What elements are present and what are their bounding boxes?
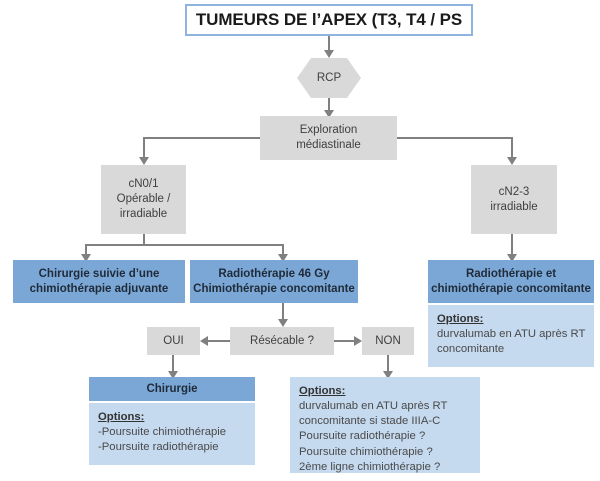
node-radiotherapie-chimio-line-1: Radiothérapie et	[465, 267, 557, 280]
diagram-title-box: TUMEURS DE l’APEX (T3, T4 / PS	[185, 4, 473, 36]
node-resecable-label: Résécable ?	[250, 334, 314, 347]
connector-cn01-to-chirurgie-vertical	[85, 244, 87, 256]
arrowhead-exploration-to-cn23	[507, 157, 517, 165]
connector-rcp-to-exploration	[328, 98, 330, 112]
node-cn23-line-2: irradiable	[490, 200, 538, 213]
connector-oui-to-chirurgie	[172, 355, 174, 373]
arrowhead-cn01-to-radio-46gy	[278, 254, 288, 262]
connector-exploration-left-vertical	[143, 137, 145, 159]
node-oui: OUI	[147, 327, 200, 355]
connector-exploration-left-horizontal	[143, 137, 260, 139]
node-non-label: NON	[375, 334, 401, 347]
node-chirurgie-adjuvante-line-2: chimiothérapie adjuvante	[29, 282, 169, 295]
arrowhead-rcp-to-exploration	[324, 110, 334, 118]
node-radiotherapie-chimio-concomitante: Radiothérapie et chimiothérapie concomit…	[428, 260, 594, 303]
node-chirurgie-label: Chirurgie	[146, 382, 198, 395]
node-cn01-line-3: irradiable	[119, 207, 168, 220]
node-chirurgie: Chirurgie	[89, 377, 255, 401]
connector-cn01-to-radio-vertical	[282, 244, 284, 256]
connector-title-to-rcp	[328, 36, 330, 52]
options-non-line-1: durvalumab en ATU après RT	[299, 400, 448, 413]
connector-resecable-to-oui	[208, 340, 230, 342]
node-exploration-mediastinale: Exploration médiastinale	[260, 116, 397, 160]
options-chirurgie-line-1: -Poursuite chimiothérapie	[98, 426, 227, 439]
node-radiotherapie-46gy-line-1: Radiothérapie 46 Gy	[218, 267, 330, 280]
connector-exploration-right-horizontal	[397, 137, 513, 139]
node-cn23-line-1: cN2-3	[498, 185, 530, 198]
node-cn01-line-1: cN0/1	[128, 178, 159, 191]
node-chirurgie-adjuvante-line-1: Chirurgie suivie d’une	[38, 267, 160, 280]
options-non-line-3: Poursuite radiothérapie ?	[299, 430, 426, 443]
options-cn23-line-1: durvalumab en ATU après RT	[437, 328, 586, 341]
node-cn01-line-2: Opérable /	[116, 193, 171, 206]
options-panel-chirurgie: Options: -Poursuite chimiothérapie -Pour…	[89, 403, 255, 465]
arrowhead-cn23-to-radiochimio	[507, 254, 517, 262]
options-non-line-2: concomitante si stade IIIA-C	[299, 415, 441, 428]
node-radiotherapie-chimio-line-2: chimiothérapie concomitante	[431, 282, 591, 295]
node-chirurgie-adjuvante: Chirurgie suivie d’une chimiothérapie ad…	[13, 260, 185, 303]
arrowhead-cn01-to-chirurgie-adjuvante	[81, 254, 91, 262]
options-non-line-4: Poursuite chimiothérapie ?	[299, 445, 433, 458]
arrowhead-resecable-to-oui	[200, 336, 208, 346]
arrowhead-title-to-rcp	[324, 50, 334, 58]
arrowhead-exploration-to-cn01	[139, 157, 149, 165]
node-resecable: Résécable ?	[230, 327, 334, 355]
connector-radio46gy-to-resecable	[282, 303, 284, 321]
connector-resecable-to-non	[334, 340, 354, 342]
connector-exploration-right-vertical	[511, 137, 513, 159]
arrowhead-non-to-options	[383, 371, 393, 379]
options-non-heading: Options:	[299, 385, 346, 397]
options-panel-non: Options: durvalumab en ATU après RT conc…	[290, 377, 480, 473]
connector-cn01-stem	[143, 234, 145, 246]
node-radiotherapie-46gy: Radiothérapie 46 Gy Chimiothérapie conco…	[190, 260, 358, 303]
node-cn23: cN2-3 irradiable	[471, 165, 557, 234]
options-panel-cn23: Options: durvalumab en ATU après RT conc…	[428, 305, 594, 367]
options-chirurgie-line-2: -Poursuite radiothérapie	[98, 441, 219, 454]
node-exploration-line-1: Exploration	[299, 124, 358, 137]
connector-cn01-split-horizontal	[85, 244, 284, 246]
arrowhead-oui-to-chirurgie	[168, 371, 178, 379]
options-chirurgie-heading: Options:	[98, 411, 145, 423]
arrowhead-radio46gy-to-resecable	[278, 319, 288, 327]
node-radiotherapie-46gy-line-2: Chimiothérapie concomitante	[193, 282, 355, 295]
node-non: NON	[362, 327, 414, 355]
arrowhead-resecable-to-non	[354, 336, 362, 346]
diagram-title-text: TUMEURS DE l’APEX (T3, T4 / PS	[195, 10, 463, 30]
node-exploration-line-2: médiastinale	[296, 139, 361, 151]
node-oui-label: OUI	[163, 334, 184, 347]
node-rcp-label: RCP	[316, 71, 342, 84]
options-non-line-5: 2ème ligne chimiothérapie ?	[299, 460, 441, 473]
options-cn23-line-2: concomitante	[437, 343, 505, 356]
node-cn01: cN0/1 Opérable / irradiable	[101, 165, 186, 234]
connector-non-to-options	[387, 355, 389, 373]
connector-cn23-to-radiochimio	[511, 234, 513, 256]
options-cn23-heading: Options:	[437, 313, 484, 325]
node-rcp: RCP	[297, 58, 361, 98]
